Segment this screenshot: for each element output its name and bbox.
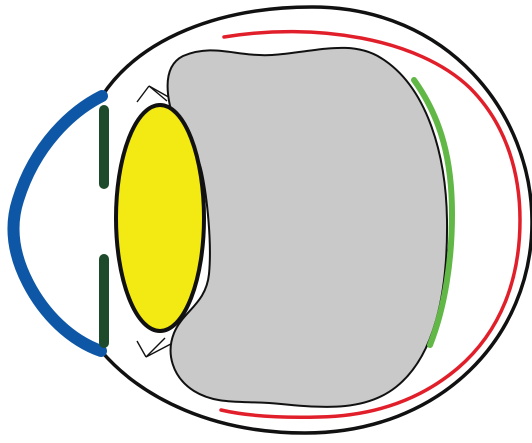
cornea-arc <box>13 96 102 351</box>
vitreous-blob <box>168 48 447 407</box>
lens-oval <box>116 105 204 331</box>
